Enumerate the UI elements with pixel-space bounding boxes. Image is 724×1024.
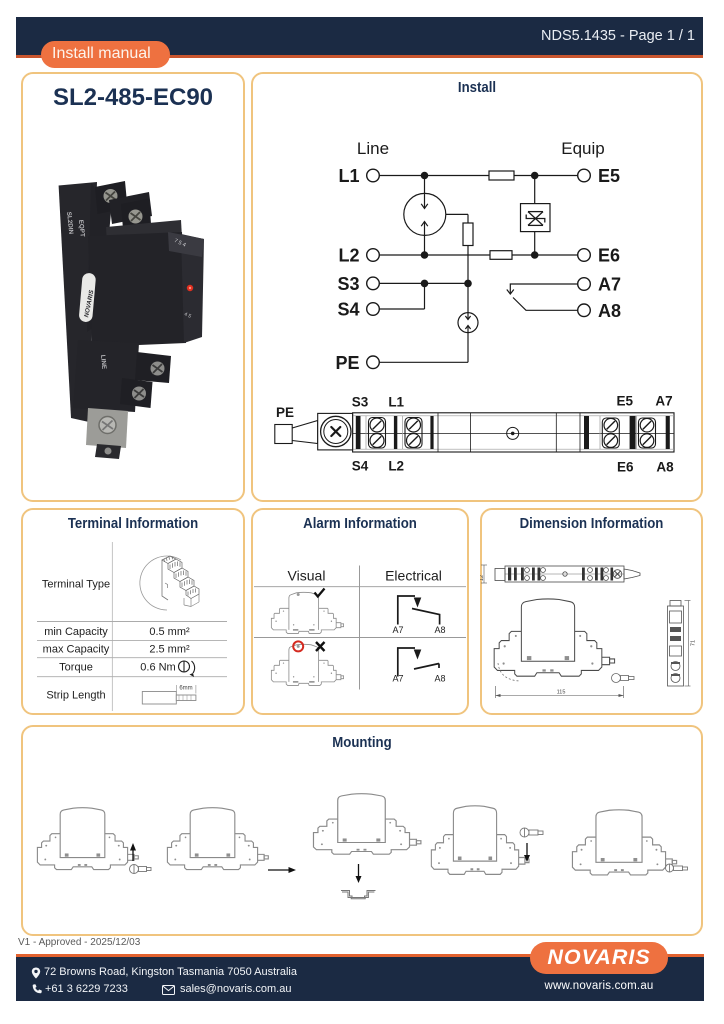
svg-text:115: 115 <box>557 690 566 696</box>
svg-text:EQPT: EQPT <box>77 219 86 237</box>
svg-text:A8: A8 <box>434 625 445 635</box>
svg-text:A8: A8 <box>656 460 674 475</box>
svg-text:E5: E5 <box>616 394 633 409</box>
svg-text:Electrical: Electrical <box>385 568 442 584</box>
svg-text:2.5 mm²: 2.5 mm² <box>149 644 190 656</box>
svg-text:Torque: Torque <box>59 661 93 673</box>
svg-text:0.5 mm²: 0.5 mm² <box>149 626 190 638</box>
svg-text:Terminal Type: Terminal Type <box>42 579 110 591</box>
svg-text:PE: PE <box>335 353 359 373</box>
svg-text:max Capacity: max Capacity <box>43 644 110 656</box>
svg-text:E5: E5 <box>598 166 620 186</box>
svg-text:7 5 4: 7 5 4 <box>173 238 187 249</box>
svg-text:E6: E6 <box>598 246 620 266</box>
svg-text:SL2DIN: SL2DIN <box>65 211 74 234</box>
svg-text:6mm: 6mm <box>179 686 192 692</box>
svg-text:L1: L1 <box>338 166 359 186</box>
svg-text:A7: A7 <box>655 394 672 409</box>
svg-text:Line: Line <box>357 139 389 158</box>
svg-text:Strip Length: Strip Length <box>46 690 105 702</box>
svg-text:A7: A7 <box>392 625 403 635</box>
svg-text:S3: S3 <box>337 274 359 294</box>
svg-text:E6: E6 <box>617 460 634 475</box>
svg-text:A7: A7 <box>598 275 621 295</box>
svg-text:4 5: 4 5 <box>183 311 192 319</box>
svg-text:L2: L2 <box>388 459 404 474</box>
svg-text:A8: A8 <box>434 674 445 684</box>
svg-text:A7: A7 <box>392 674 403 684</box>
svg-text:0.6 Nm: 0.6 Nm <box>140 661 175 673</box>
svg-text:S4: S4 <box>352 459 369 474</box>
svg-text:L2: L2 <box>338 246 359 266</box>
svg-text:71: 71 <box>691 640 697 646</box>
svg-text:S3: S3 <box>352 395 369 410</box>
svg-text:A8: A8 <box>598 301 621 321</box>
svg-text:min Capacity: min Capacity <box>44 626 108 638</box>
svg-text:LINE: LINE <box>99 354 107 369</box>
svg-text:L1: L1 <box>388 395 404 410</box>
svg-text:Equip: Equip <box>561 139 604 158</box>
svg-text:S4: S4 <box>337 300 359 320</box>
svg-text:PE: PE <box>276 405 294 420</box>
svg-text:Visual: Visual <box>288 568 326 584</box>
svg-text:12: 12 <box>480 575 485 581</box>
